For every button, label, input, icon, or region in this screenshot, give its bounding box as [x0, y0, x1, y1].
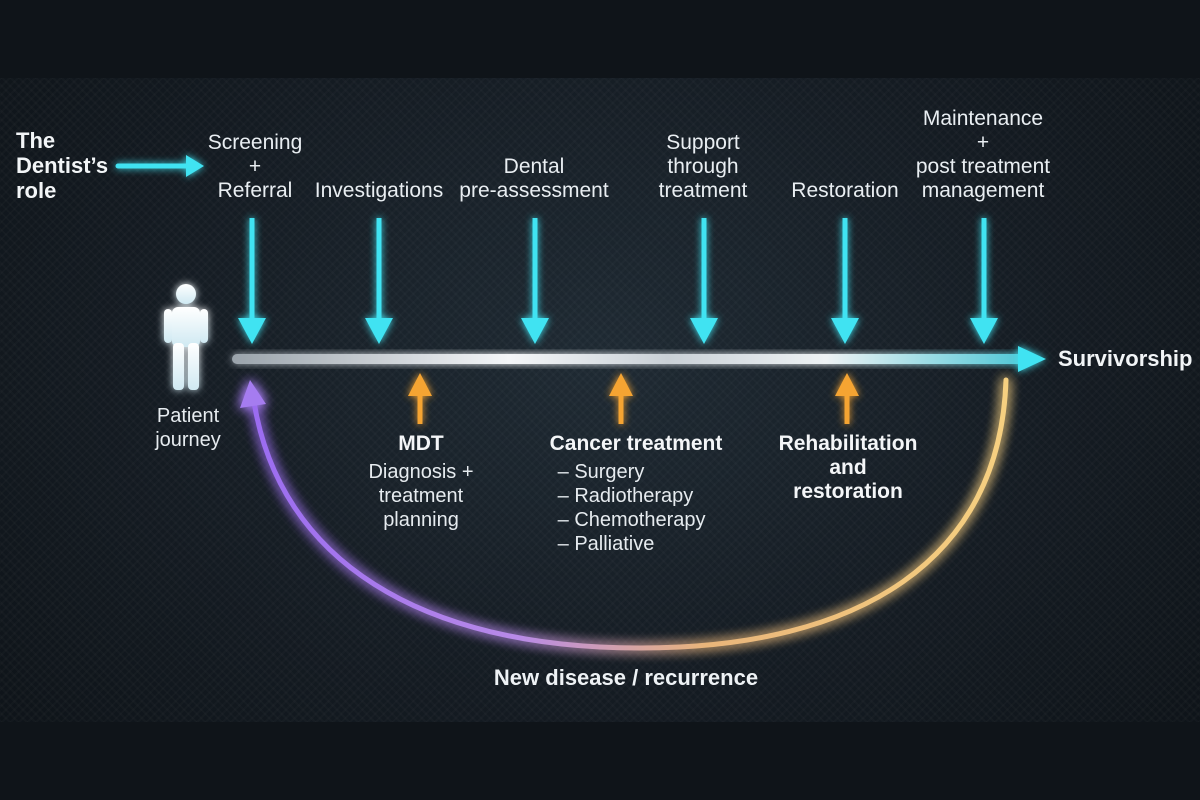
- treatment-item: – Radiotherapy: [557, 485, 694, 507]
- step-arrow-1: [238, 218, 266, 344]
- cancer-treatment-title: Cancer treatment: [549, 432, 723, 455]
- mdt-line: Diagnosis +: [368, 461, 474, 483]
- step-arrow-3: [521, 218, 549, 344]
- rehab-line: and: [829, 456, 867, 479]
- recurrence-label: New disease / recurrence: [493, 665, 759, 690]
- step-label-support: Support through treatment: [659, 131, 748, 203]
- rehab-line: Rehabilitation: [778, 432, 918, 455]
- step-label-investigations: Investigations: [315, 179, 443, 203]
- step-text: Investigations: [314, 179, 444, 202]
- step-label-restoration: Restoration: [791, 179, 898, 203]
- rehab-line: restoration: [793, 480, 903, 503]
- dentist-role-label: The Dentist’s role: [16, 128, 108, 203]
- treatment-item: – Palliative: [557, 533, 655, 555]
- step-text: pre-assessment: [459, 179, 609, 202]
- patient-journey-label: Patient journey: [155, 404, 221, 452]
- journey-line-1: Patient: [156, 405, 220, 427]
- rehabilitation-block: Rehabilitation and restoration: [779, 432, 918, 504]
- treatment-item: – Surgery: [557, 461, 645, 483]
- step-arrow-4: [690, 218, 718, 344]
- mdt-line: treatment: [378, 485, 464, 507]
- step-text: Dental: [503, 155, 565, 178]
- mdt-line: planning: [383, 509, 459, 531]
- step-text: Referral: [217, 179, 293, 202]
- journey-line-2: journey: [155, 429, 221, 451]
- step-text: management: [921, 179, 1045, 202]
- step-text: Screening: [207, 131, 303, 154]
- input-arrow-mdt: [408, 373, 432, 424]
- survivorship-label: Survivorship: [1058, 346, 1193, 371]
- step-text: through: [667, 155, 739, 178]
- recurrence-loop: [240, 377, 1009, 651]
- step-text: +: [248, 155, 262, 178]
- step-text: treatment: [658, 179, 748, 202]
- person-icon: [164, 284, 208, 390]
- step-text: +: [976, 131, 990, 154]
- step-label-dental-pre-assessment: Dental pre-assessment: [459, 155, 608, 203]
- role-line-3: role: [16, 178, 57, 203]
- mdt-title: MDT: [398, 432, 444, 455]
- step-text: Restoration: [791, 179, 899, 202]
- timeline: [232, 346, 1046, 372]
- input-arrow-rehab: [835, 373, 859, 424]
- step-text: Maintenance: [922, 107, 1044, 130]
- treatment-item: – Chemotherapy: [557, 509, 706, 531]
- role-line-2: Dentist’s: [16, 153, 109, 178]
- step-arrow-5: [831, 218, 859, 344]
- step-arrow-2: [365, 218, 393, 344]
- cancer-treatment-block: Cancer treatment – Surgery – Radiotherap…: [550, 432, 723, 556]
- step-arrow-6: [970, 218, 998, 344]
- role-arrow: [115, 155, 204, 177]
- step-label-maintenance: Maintenance + post treatment management: [916, 107, 1050, 203]
- mdt-block: MDT Diagnosis + treatment planning: [368, 432, 473, 532]
- step-text: Support: [666, 131, 740, 154]
- background-texture: [0, 78, 1200, 722]
- input-arrow-cancer: [609, 373, 633, 424]
- step-text: post treatment: [915, 155, 1051, 178]
- role-line-1: The: [16, 128, 56, 153]
- step-label-screening: Screening + Referral: [208, 131, 303, 203]
